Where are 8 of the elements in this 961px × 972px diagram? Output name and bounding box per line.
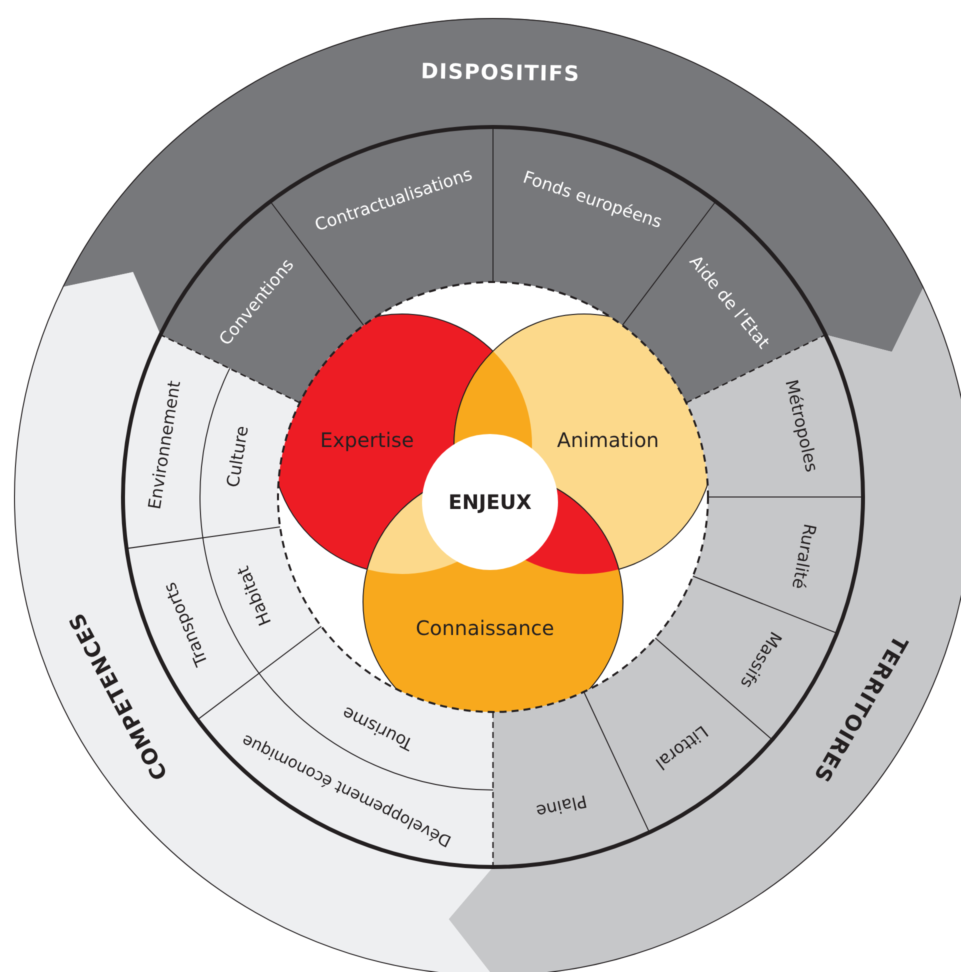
center-label: ENJEUX bbox=[448, 490, 532, 514]
segment-label: Plaine bbox=[534, 789, 588, 820]
band-title: DISPOSITIFS bbox=[420, 59, 580, 86]
petal-label: Animation bbox=[557, 428, 659, 452]
segment-label: Culture bbox=[224, 424, 254, 489]
petal-label: Expertise bbox=[320, 428, 414, 452]
petal-label: Connaissance bbox=[416, 616, 554, 640]
segment-label: Ruralité bbox=[786, 522, 818, 590]
